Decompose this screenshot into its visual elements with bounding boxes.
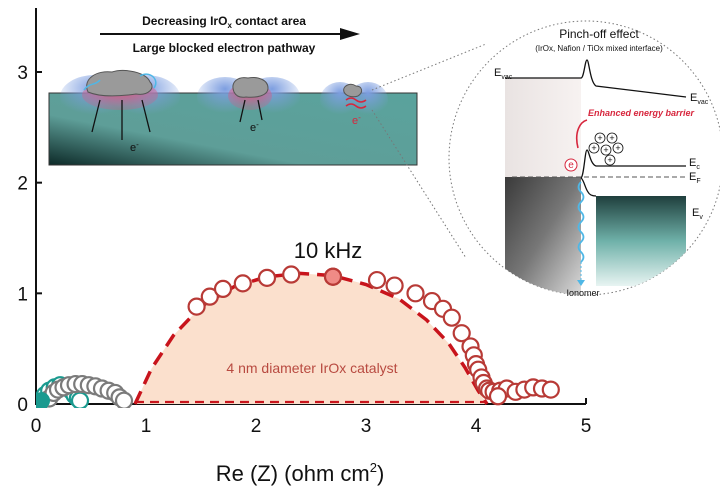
electron-label: e- [130, 140, 139, 154]
large-particle [86, 69, 153, 97]
data-points [36, 265, 560, 408]
electron-arrow [257, 99, 263, 121]
y-tick-label: 1 [17, 284, 28, 305]
fit-curve [133, 271, 489, 405]
data-point [213, 279, 233, 299]
inset-subtitle: (IrOx, Nafion / TiOx mixed interface) [535, 44, 663, 53]
plus-sign: + [609, 133, 614, 143]
left-material-lower [505, 177, 581, 295]
ev-bend [580, 177, 597, 197]
data-point [257, 268, 277, 287]
data-point [70, 391, 90, 408]
data-point [452, 324, 471, 343]
decreasing-arrow-head [340, 28, 360, 40]
x-tick-label: 2 [251, 416, 262, 437]
y-tick-label: 2 [17, 174, 28, 195]
barrier-arrow [575, 119, 588, 149]
x-tick-label: 0 [31, 416, 42, 437]
small-particle [343, 83, 363, 98]
data-point [488, 387, 508, 406]
highlight-point [323, 267, 343, 286]
ionomer-wave [577, 181, 585, 263]
data-point [233, 274, 252, 293]
hole-circle [604, 154, 616, 166]
hole-cluster: + + + + + + [588, 132, 624, 166]
electron-label: e- [352, 113, 361, 127]
electron-circle [564, 158, 578, 172]
hole-circle [594, 132, 606, 144]
electron-arrow [141, 99, 151, 133]
inset-title: Pinch-off effect [559, 27, 639, 41]
arrow-top-label: Decreasing IrOx contact area [142, 14, 306, 30]
arrow-bottom-label: Large blocked electron pathway [133, 41, 316, 55]
data-point [385, 276, 404, 295]
x-tick-label: 4 [471, 416, 482, 437]
zoom-guide-bottom [371, 109, 467, 259]
electron-label: e [568, 160, 574, 171]
medium-particle [232, 77, 269, 98]
plus-sign: + [597, 133, 602, 143]
ionomer-wisp [83, 73, 157, 91]
x-tick-label: 5 [581, 416, 592, 437]
y-ticks: 0 1 2 3 [17, 63, 42, 416]
data-point [200, 287, 219, 306]
plus-sign: + [591, 143, 596, 153]
plus-sign: + [607, 155, 612, 165]
hole-circle [612, 142, 624, 154]
data-point [282, 265, 301, 284]
contact-area-inset: Decreasing IrOx contact area Large block… [48, 14, 487, 259]
blocked-electron-squiggle [345, 97, 367, 109]
data-point [406, 284, 425, 303]
y-tick-label: 3 [17, 63, 28, 84]
fill-label: 4 nm diameter IrOx catalyst [226, 360, 397, 376]
data-point [541, 380, 560, 399]
y-tick-label: 0 [17, 395, 28, 416]
hole-circle [606, 132, 618, 144]
ec-line [580, 149, 686, 179]
barrier-label: Enhanced energy barrier [588, 108, 695, 118]
ionomer-label: Ionomer [566, 288, 599, 298]
plus-sign: + [603, 145, 608, 155]
evac-line [505, 59, 687, 98]
x-tick-label: 1 [141, 416, 152, 437]
evac-right-label: Evac [690, 92, 709, 106]
hole-circle [600, 144, 612, 156]
plot-area [36, 265, 560, 408]
zoom-guide-top [371, 43, 487, 91]
plus-sign: + [615, 143, 620, 153]
data-point-filled [36, 392, 50, 408]
ionomer-arrow-head [577, 280, 585, 286]
pinch-off-inset: Pinch-off effect (IrOx, Nafion / TiOx mi… [448, 20, 720, 298]
highlight-label: 10 kHz [294, 238, 362, 263]
data-point [114, 391, 134, 408]
ev-label: Ev [692, 207, 703, 221]
nyquist-fill-area [135, 273, 487, 404]
ef-label: EF [689, 171, 701, 185]
electron-label: e- [250, 120, 259, 134]
data-point [187, 297, 206, 316]
right-valence-block [596, 196, 686, 286]
ec-label: Ec [689, 157, 700, 171]
data-point [442, 308, 461, 327]
data-point [367, 270, 387, 290]
x-tick-label: 3 [361, 416, 372, 437]
hole-circle [588, 142, 600, 154]
electron-arrow [91, 99, 101, 133]
x-axis-label: Re (Z) (ohm cm2) [216, 460, 385, 486]
electron-arrow [239, 99, 246, 123]
